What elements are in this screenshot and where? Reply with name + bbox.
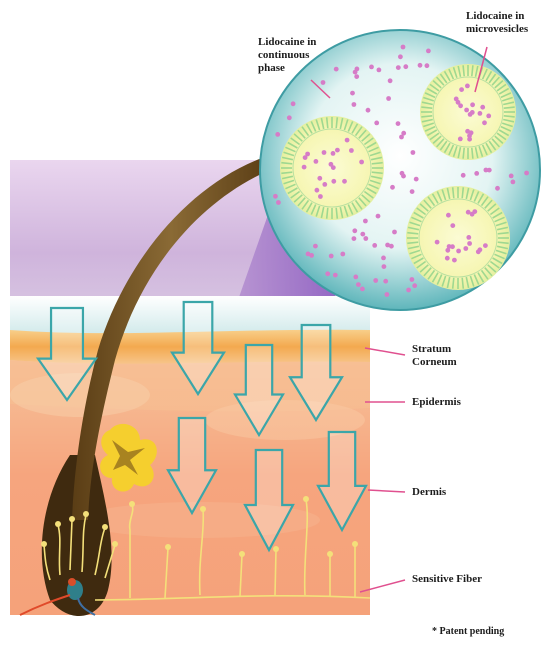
label-dermis: Dermis (412, 486, 446, 499)
label-epidermis: Epidermis (412, 396, 461, 409)
microvesicle (280, 116, 384, 220)
label-patent-pending: * Patent pending (432, 625, 504, 638)
label-microvesicles: Lidocaine in microvesicles (466, 10, 528, 36)
label-continuous-phase: Lidocaine in continuous phase (258, 36, 316, 75)
microvesicle (420, 64, 516, 160)
label-sensitive-fiber: Sensitive Fiber (412, 573, 482, 586)
label-stratum-corneum: Stratum Corneum (412, 343, 457, 369)
microvesicle (406, 186, 510, 290)
